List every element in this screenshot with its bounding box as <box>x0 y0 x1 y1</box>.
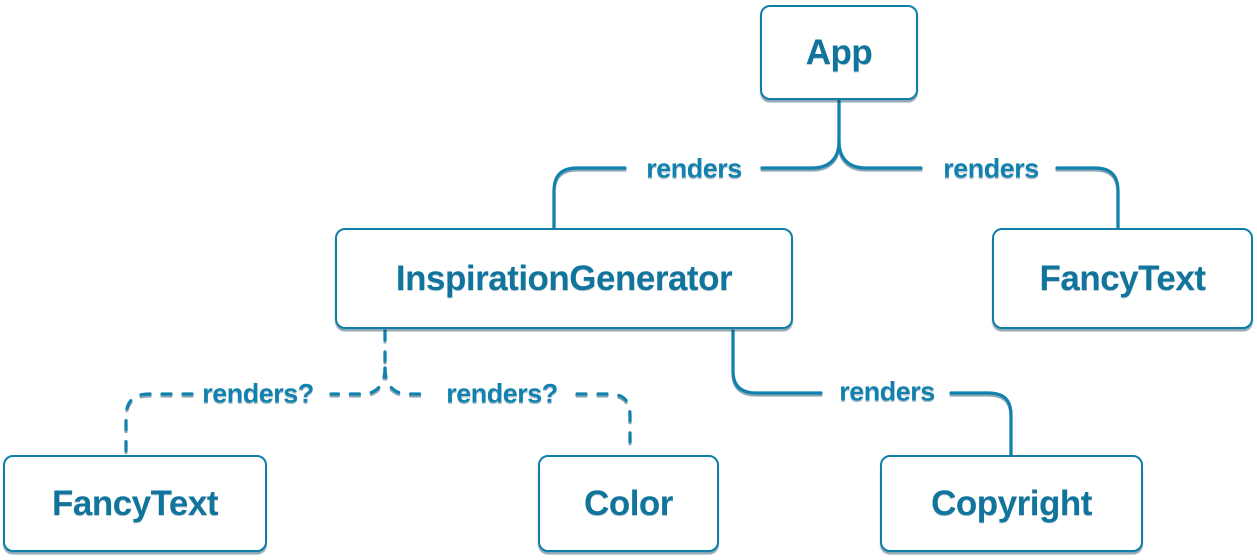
edge-app-to-fancytext-a <box>837 139 923 170</box>
node-app: App <box>760 5 918 100</box>
edge-inspirationgenerator-to-copyright-b <box>949 391 1013 457</box>
edge-label-app-fancytext: renders <box>943 153 1039 184</box>
edge-inspirationgenerator-to-color-a <box>383 366 431 396</box>
edge-label-app-inspirationgenerator: renders <box>646 153 742 184</box>
node-inspiration-generator: InspirationGenerator <box>335 228 793 329</box>
node-color: Color <box>538 455 719 552</box>
node-fancy-text-bottom: FancyText <box>3 455 267 552</box>
node-color-label: Color <box>584 483 673 523</box>
edge-inspirationgenerator-to-copyright-a <box>731 329 823 395</box>
node-inspiration-generator-label: InspirationGenerator <box>395 258 733 298</box>
node-fancy-text-top: FancyText <box>992 228 1253 329</box>
edge-label-inspirationgenerator-fancytext: renders? <box>202 378 314 409</box>
edge-app-to-fancytext-b <box>1055 166 1120 230</box>
node-fancy-text-top-label: FancyText <box>1039 258 1206 298</box>
edge-inspirationgenerator-to-fancytext-a <box>329 366 387 396</box>
node-copyright: Copyright <box>880 455 1143 552</box>
node-copyright-label: Copyright <box>931 483 1092 523</box>
edge-inspirationgenerator-to-color-b <box>575 392 632 455</box>
node-app-label: App <box>805 32 873 72</box>
edge-label-inspirationgenerator-color: renders? <box>446 378 558 409</box>
edge-inspirationgenerator-to-fancytext-b <box>124 392 194 457</box>
node-fancy-text-bottom-label: FancyText <box>51 483 219 523</box>
edge-app-to-inspirationgenerator-a <box>760 139 841 170</box>
edge-label-inspirationgenerator-copyright: renders <box>839 376 935 407</box>
edge-app-to-inspirationgenerator-b <box>552 166 627 230</box>
